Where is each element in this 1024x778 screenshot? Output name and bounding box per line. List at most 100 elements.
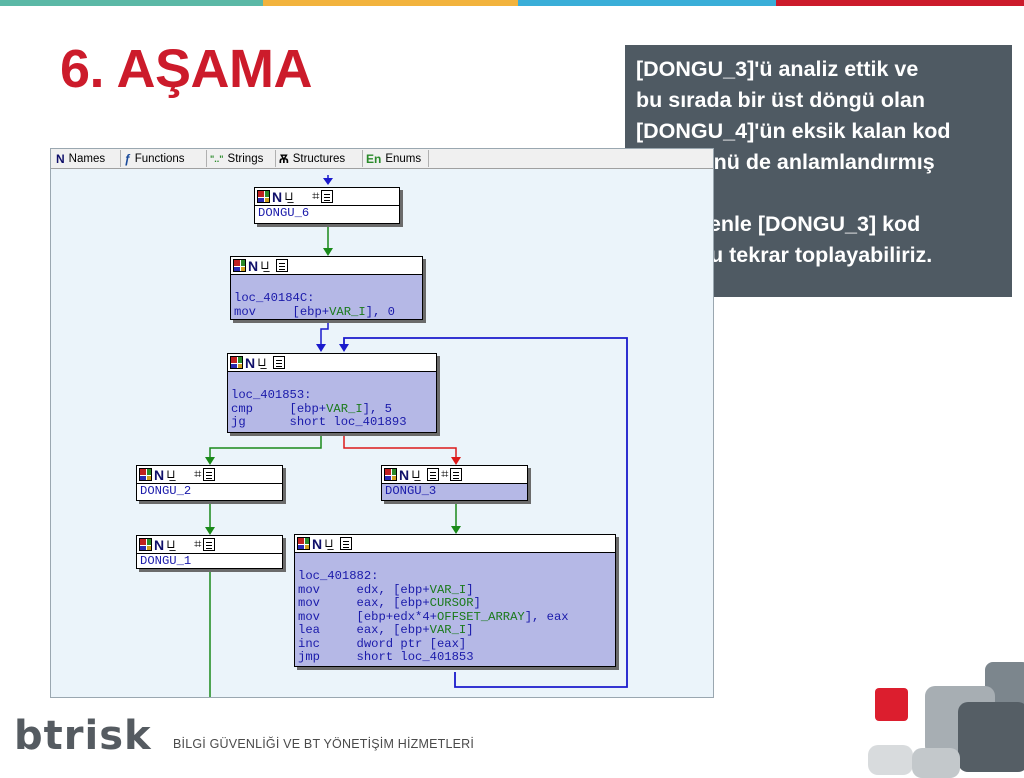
- code-line: lea eax, [ebp+VAR_I]: [298, 623, 474, 637]
- node-body: loc_401882: mov edx, [ebp+VAR_I] mov eax…: [295, 552, 615, 666]
- tab-enums[interactable]: En Enums: [363, 150, 429, 167]
- color-grid-icon: [230, 356, 243, 369]
- top-color-bar: [0, 0, 1024, 6]
- strings-icon: "..": [210, 153, 224, 164]
- code-line: loc_401882:: [298, 569, 379, 583]
- group-label: DONGU_6: [258, 206, 310, 220]
- note-line: [DONGU_3]'ü analiz ettik ve: [636, 57, 919, 81]
- code-line: inc dword ptr [eax]: [298, 636, 467, 651]
- graph-node-loc-401882[interactable]: N ⊔̲ loc_401882: mov edx, [ebp+VAR_I] mo…: [294, 534, 616, 667]
- graph-node-loc-401853[interactable]: N ⊔̲ loc_401853: cmp [ebp+VAR_I], 5 jg s…: [227, 353, 437, 433]
- node-body: DONGU_1: [137, 553, 282, 568]
- node-body: loc_401853: cmp [ebp+VAR_I], 5 jg short …: [228, 371, 436, 432]
- network-icon: ⌗: [194, 537, 202, 552]
- graph-icon: ⊔̲: [257, 355, 267, 369]
- network-icon: ⌗: [194, 467, 202, 482]
- network-icon: ⌗: [312, 189, 320, 204]
- color-grid-icon: [257, 190, 270, 203]
- tab-names[interactable]: N Names: [53, 150, 121, 167]
- text-icon: [203, 538, 216, 551]
- graph-icon: ⊔̲: [411, 467, 421, 481]
- code-lines: loc_401853: cmp [ebp+VAR_I], 5 jg short …: [231, 388, 407, 430]
- note-line: bu sırada bir üst döngü olan: [636, 88, 926, 112]
- node-body: loc_40184C: mov [ebp+VAR_I], 0: [231, 274, 422, 319]
- code-line: loc_40184C:: [234, 291, 315, 305]
- node-body: DONGU_3: [382, 483, 527, 500]
- graph-node-dongu-6[interactable]: N ⊔̲ ⌗ DONGU_6: [254, 187, 400, 224]
- tab-label: Functions: [134, 152, 185, 165]
- tab-label: Structures: [292, 152, 346, 165]
- node-header: N ⊔̲: [231, 257, 422, 274]
- group-icon: [340, 537, 353, 550]
- code-line: mov [ebp+VAR_I], 0: [234, 304, 395, 319]
- code-line: mov [ebp+edx*4+OFFSET_ARRAY], eax: [298, 609, 569, 624]
- tab-strings[interactable]: ".." Strings: [207, 150, 276, 167]
- structures-icon: Ѫ: [279, 151, 289, 166]
- graph-node-loc-40184c[interactable]: N ⊔̲ loc_40184C: mov [ebp+VAR_I], 0: [230, 256, 423, 320]
- node-header: N ⊔̲ ⌗: [255, 188, 399, 205]
- tab-label: Names: [68, 152, 106, 165]
- tab-structures[interactable]: Ѫ Structures: [276, 150, 363, 167]
- footer-tagline: BİLGİ GÜVENLİĞİ VE BT YÖNETİŞİM HİZMETLE…: [173, 737, 475, 751]
- code-line: mov edx, [ebp+VAR_I]: [298, 582, 474, 597]
- group-icon: [273, 356, 286, 369]
- group-icon: [427, 468, 440, 481]
- code-line: jmp short loc_401853: [298, 650, 474, 664]
- graph-icon: ⊔̲: [260, 258, 270, 272]
- names-icon: N: [56, 151, 65, 166]
- code-lines: loc_401882: mov edx, [ebp+VAR_I] mov eax…: [298, 569, 569, 665]
- ida-graph-view[interactable]: N Names ƒ Functions ".." Strings Ѫ Struc…: [50, 148, 714, 698]
- color-grid-icon: [297, 537, 310, 550]
- rename-icon: N: [272, 188, 283, 205]
- graph-icon: ⊔̲: [324, 536, 334, 550]
- decorative-square: [868, 745, 913, 775]
- node-header: N ⊔̲ ⌗: [382, 466, 527, 483]
- graph-icon: ⊔̲: [284, 189, 294, 203]
- decorative-square: [912, 748, 960, 778]
- text-icon: [450, 468, 463, 481]
- functions-icon: ƒ: [124, 151, 131, 166]
- network-icon: ⌗: [441, 467, 449, 482]
- note-line: [DONGU_4]'ün eksik kalan kod: [636, 119, 951, 143]
- code-lines: loc_40184C: mov [ebp+VAR_I], 0: [234, 291, 395, 319]
- graph-icon: ⊔̲: [166, 537, 176, 551]
- code-line: mov eax, [ebp+CURSOR]: [298, 596, 481, 610]
- rename-icon: N: [245, 354, 256, 371]
- group-label: DONGU_3: [385, 484, 437, 498]
- enums-icon: En: [366, 151, 382, 166]
- decorative-square: [875, 688, 908, 721]
- group-label: DONGU_1: [140, 554, 192, 568]
- rename-icon: N: [248, 257, 259, 274]
- node-header: N ⊔̲ ⌗: [137, 536, 282, 553]
- text-icon: [321, 190, 334, 203]
- code-line: jg short loc_401893: [231, 415, 407, 429]
- rename-icon: N: [154, 466, 165, 483]
- color-grid-icon: [139, 468, 152, 481]
- tab-functions[interactable]: ƒ Functions: [121, 150, 207, 167]
- node-body: DONGU_6: [255, 205, 399, 223]
- rename-icon: N: [399, 466, 410, 483]
- color-grid-icon: [139, 538, 152, 551]
- code-line: loc_401853:: [231, 388, 312, 402]
- node-body: DONGU_2: [137, 483, 282, 500]
- graph-node-dongu-2[interactable]: N ⊔̲ ⌗ DONGU_2: [136, 465, 283, 501]
- code-line: cmp [ebp+VAR_I], 5: [231, 401, 392, 416]
- graph-node-dongu-3[interactable]: N ⊔̲ ⌗ DONGU_3: [381, 465, 528, 501]
- text-icon: [203, 468, 216, 481]
- rename-icon: N: [312, 535, 323, 552]
- color-grid-icon: [384, 468, 397, 481]
- slide-title: 6. AŞAMA: [60, 39, 313, 99]
- node-header: N ⊔̲: [228, 354, 436, 371]
- graph-edges: [205, 175, 628, 697]
- node-header: N ⊔̲: [295, 535, 615, 552]
- tab-label: Enums: [385, 152, 422, 165]
- ida-tab-bar: N Names ƒ Functions ".." Strings Ѫ Struc…: [51, 149, 713, 169]
- tab-label: Strings: [227, 152, 264, 165]
- graph-icon: ⊔̲: [166, 467, 176, 481]
- color-grid-icon: [233, 259, 246, 272]
- group-label: DONGU_2: [140, 484, 192, 498]
- group-icon: [276, 259, 289, 272]
- decorative-square: [958, 702, 1024, 772]
- node-header: N ⊔̲ ⌗: [137, 466, 282, 483]
- graph-node-dongu-1[interactable]: N ⊔̲ ⌗ DONGU_1: [136, 535, 283, 569]
